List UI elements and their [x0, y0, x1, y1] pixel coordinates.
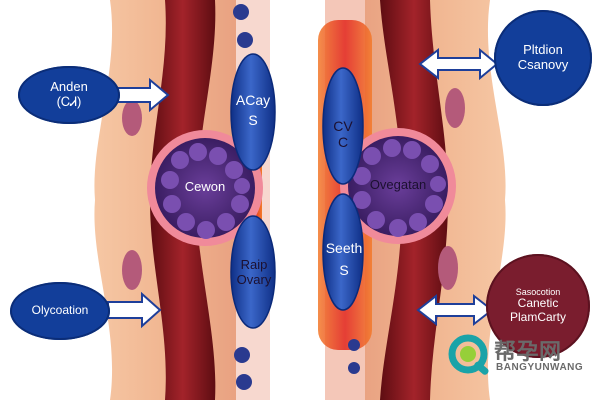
label-right-cluster-line1: Ovegatan — [369, 177, 427, 192]
watermark-subtitle: BANGYUNWANG — [496, 362, 584, 373]
callout-top-right-line2: Csanovy — [517, 57, 569, 72]
right-bead-chain — [348, 339, 360, 374]
label-right-bottom-valve-line1: Seeth — [325, 240, 363, 256]
right-top-valve — [322, 67, 364, 185]
label-left-bottom-valve-line2: Ovary — [236, 271, 272, 287]
label-left-cluster: Cewon — [172, 179, 238, 195]
label-left-bottom-valve: Raip Ovary — [226, 257, 282, 288]
label-right-top-valve: CV C — [324, 118, 362, 150]
q-logo-icon — [448, 334, 489, 375]
callout-bottom-left: Olycoation — [10, 282, 110, 340]
arrow-bottom-left — [107, 291, 162, 329]
label-left-top-valve-line2: S — [248, 112, 258, 129]
left-bead-chain — [233, 4, 253, 390]
label-left-cluster-line1: Cewon — [184, 179, 226, 194]
callout-top-left-line1: Anden — [50, 79, 88, 95]
label-left-top-valve: ACay S — [228, 92, 278, 128]
callout-top-right-line1: Pltdion — [523, 42, 563, 58]
label-left-top-valve-line1: ACay — [235, 92, 271, 108]
right-nodule-top — [445, 88, 465, 128]
watermark: 帮孕网 BANGYUNWANG — [446, 330, 596, 380]
callout-top-left: Anden (ᏟᏗ) — [18, 66, 120, 124]
callout-bottom-left-line1: Olycoation — [31, 303, 89, 318]
right-nodule-bottom — [438, 246, 458, 290]
label-right-top-valve-line1: CV — [333, 118, 353, 134]
label-right-bottom-valve: Seeth S — [320, 240, 368, 278]
callout-top-right: Pltdion Csanovy — [494, 10, 592, 106]
left-nodule-bottom — [122, 250, 142, 290]
right-bottom-valve — [322, 193, 364, 311]
callout-top-left-line2: (ᏟᏗ) — [56, 94, 82, 109]
right-cell-cluster — [340, 128, 456, 244]
left-top-valve — [230, 53, 276, 171]
label-left-bottom-valve-line1: Raip — [240, 257, 268, 272]
label-right-bottom-valve-line2: S — [339, 262, 349, 279]
watermark-title: 帮孕网 — [494, 339, 562, 364]
arrow-top-left — [117, 77, 170, 113]
left-bottom-valve — [230, 215, 276, 329]
callout-bottom-right-line1: Sasocotion — [515, 287, 561, 298]
callout-bottom-right-line2: Canetic — [517, 296, 559, 311]
callout-bottom-right: Sasocotion Canetic PlamCarty — [486, 254, 590, 358]
label-right-cluster: Ovegatan — [360, 177, 436, 193]
label-right-top-valve-line2: C — [337, 134, 349, 151]
callout-bottom-right-line3: PlamCarty — [509, 310, 566, 325]
left-cell-cluster — [147, 130, 263, 246]
left-nodule-top — [122, 100, 142, 136]
